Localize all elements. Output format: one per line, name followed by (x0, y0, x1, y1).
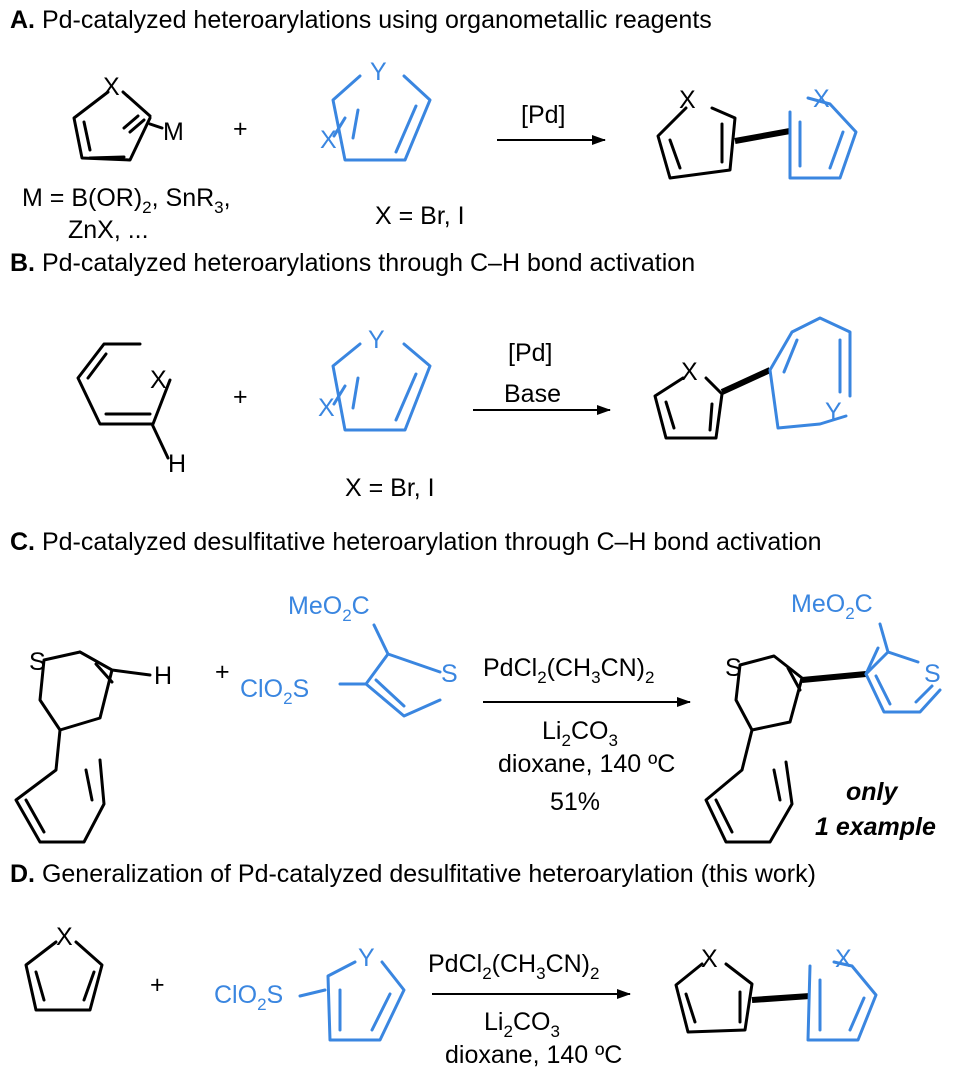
scheme-c-note-example: 1 example (815, 813, 936, 841)
scheme-d-atom-y: Y (358, 944, 375, 972)
scheme-c-product-bond (801, 671, 867, 683)
scheme-c-yield: 51% (550, 788, 600, 816)
scheme-d-atom-x: X (56, 923, 73, 951)
scheme-c-product-atom-s-blue: S (924, 660, 941, 688)
scheme-a-product-bond (734, 128, 791, 144)
scheme-a-arrow-label: [Pd] (521, 101, 565, 129)
scheme-c-atom-h: H (154, 662, 172, 690)
scheme-d-product-bond (751, 993, 811, 1003)
section-c-letter: C. (10, 528, 35, 556)
scheme-d-plus: + (150, 971, 165, 999)
section-a-text: Pd-catalyzed heteroarylations using orga… (41, 6, 712, 34)
scheme-c-product: S MeO2C S (704, 590, 942, 844)
scheme-a-m-definition: M = B(OR)2, SnR3, (22, 184, 231, 217)
scheme-b-heterocycle: X H (76, 342, 186, 478)
section-a-letter: A. (10, 6, 35, 34)
scheme-d-sulfonyl-heterocycle: ClO2S Y (214, 944, 406, 1042)
scheme-c-note-only: only (846, 778, 898, 806)
scheme-a-halo-heterocycle: Y X (320, 58, 432, 162)
scheme-c-plus: + (215, 658, 230, 686)
scheme-d-solvent: dioxane, 140 ºC (445, 1041, 622, 1069)
scheme-c-atom-s: S (29, 648, 46, 676)
scheme-c-ester-label: MeO2C (288, 592, 370, 625)
scheme-a-atom-x: X (103, 73, 120, 101)
scheme-c-base: Li2CO3 (542, 717, 618, 750)
scheme-c-product-atom-s: S (725, 654, 742, 682)
scheme-b-atom-x: X (150, 366, 167, 394)
scheme-a-m-definition-2: ZnX, ... (68, 216, 149, 244)
scheme-d-product-atom-x: X (701, 945, 718, 973)
section-b-letter: B. (10, 249, 35, 277)
scheme-c-product-ester-label: MeO2C (791, 590, 873, 623)
scheme-a-x-definition: X = Br, I (375, 202, 465, 230)
scheme-a-metal-heterocycle: X M (72, 73, 184, 162)
scheme-b-plus: + (233, 383, 248, 411)
scheme-c-sulfonyl-thiophene: MeO2C ClO2S S (240, 592, 458, 718)
scheme-b-halo-heterocycle: Y X (318, 326, 432, 432)
section-d-text: Generalization of Pd-catalyzed desulfita… (41, 860, 816, 888)
scheme-d-base: Li2CO3 (484, 1008, 560, 1041)
scheme-b: X H + Y X [Pd] Base X Y X = Br, I (76, 316, 852, 502)
section-b-title: B. Pd-catalyzed heteroarylations through… (10, 249, 695, 278)
scheme-d-product-atom-x-blue: X (835, 945, 852, 973)
scheme-a-plus: + (233, 115, 248, 143)
scheme-b-atom-x-blue: X (318, 394, 335, 422)
scheme-c-benzothiophene: S H (14, 648, 172, 844)
scheme-a-atom-m: M (163, 118, 184, 146)
scheme-c-atom-s-blue: S (441, 660, 458, 688)
scheme-b-product: X Y (653, 316, 852, 440)
scheme-d-product: X X (674, 945, 878, 1042)
scheme-b-product-bond (720, 367, 772, 395)
scheme-d-heterocycle: X (24, 923, 104, 1012)
scheme-b-arrow-label-1: [Pd] (508, 339, 552, 367)
scheme-b-x-definition: X = Br, I (345, 474, 435, 502)
scheme-b-atom-y: Y (368, 326, 385, 354)
scheme-c-reagent: PdCl2(CH3CN)2 (483, 654, 654, 687)
scheme-a-product: X X (656, 85, 858, 180)
section-d-letter: D. (10, 860, 35, 888)
scheme-a-product-atom-x: X (679, 86, 696, 114)
scheme-a-atom-y: Y (370, 58, 387, 86)
scheme-c-sulfonyl-label: ClO2S (240, 675, 309, 708)
scheme-b-atom-h: H (168, 450, 186, 478)
section-a-title: A. Pd-catalyzed heteroarylations using o… (10, 6, 712, 35)
scheme-c-solvent: dioxane, 140 ºC (498, 750, 675, 778)
scheme-a: X M + Y X [Pd] X X M = B(OR)2, SnR3, (22, 58, 858, 244)
scheme-a-atom-x-blue: X (320, 126, 337, 154)
scheme-c: S H + MeO2C ClO2S S PdCl2(CH3CN)2 Li2CO3… (14, 590, 942, 844)
section-b-text: Pd-catalyzed heteroarylations through C–… (41, 249, 696, 277)
scheme-b-product-atom-y: Y (825, 398, 842, 426)
section-c-title: C. Pd-catalyzed desulfitative heteroaryl… (10, 528, 822, 557)
scheme-d-sulfonyl-label: ClO2S (214, 981, 283, 1014)
section-d-title: D. Generalization of Pd-catalyzed desulf… (10, 860, 816, 889)
scheme-b-arrow-label-2: Base (504, 380, 561, 408)
scheme-b-product-atom-x: X (681, 358, 698, 386)
section-c-text: Pd-catalyzed desulfitative heteroarylati… (41, 528, 822, 556)
scheme-a-product-atom-x-blue: X (813, 85, 830, 113)
scheme-d: X + ClO2S Y PdCl2(CH3CN)2 Li2CO3 dioxane… (24, 923, 878, 1069)
scheme-d-reagent: PdCl2(CH3CN)2 (428, 950, 599, 983)
